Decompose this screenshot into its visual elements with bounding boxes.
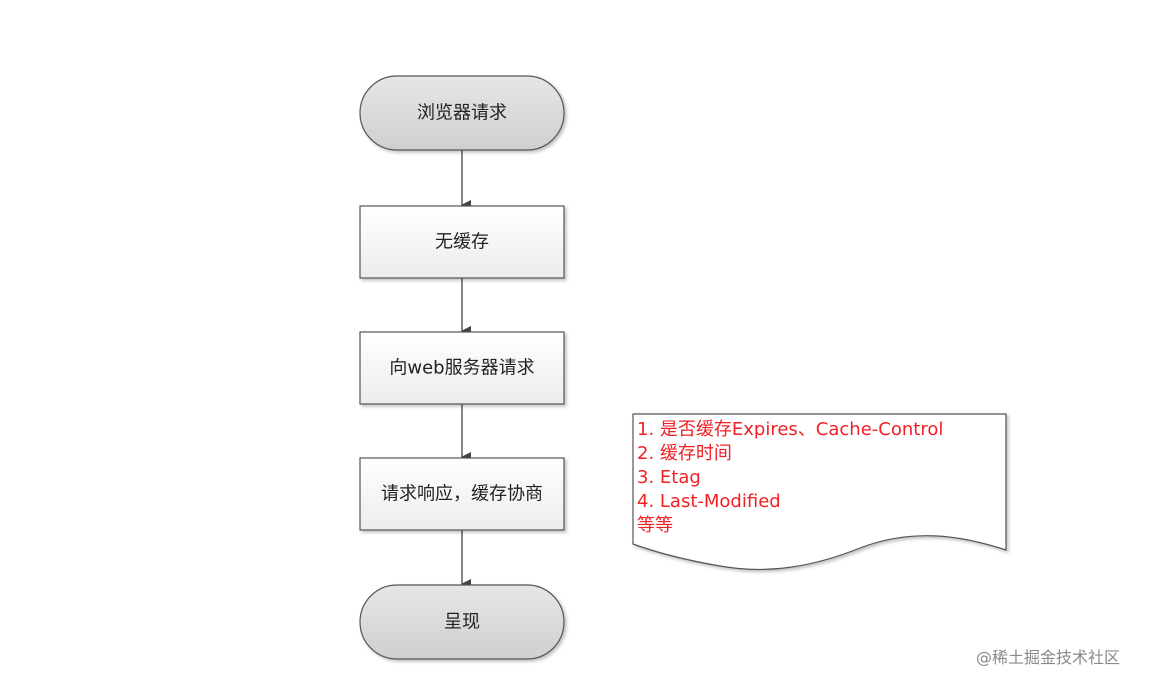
node-browser-request	[359, 75, 565, 151]
node-render-label: 呈现	[444, 612, 480, 633]
note-text: 1. 是否缓存Expires、Cache-Control 2. 缓存时间 3. …	[637, 418, 943, 538]
node-browser-request-label: 浏览器请求	[417, 103, 507, 124]
node-no-cache	[359, 205, 565, 279]
note-line: 1. 是否缓存Expires、Cache-Control	[637, 419, 944, 440]
node-no-cache-label: 无缓存	[435, 232, 489, 253]
node-response	[359, 457, 565, 531]
node-request-server-label: 向web服务器请求	[389, 358, 534, 379]
note-line: 3. Etag	[637, 467, 701, 488]
node-render	[359, 584, 565, 660]
note-line: 等等	[637, 515, 673, 536]
note-document-shape	[632, 413, 1007, 571]
note-line: 4. Last-Modified	[637, 491, 781, 512]
watermark: @稀土掘金技术社区	[976, 648, 1121, 667]
note-line: 2. 缓存时间	[637, 443, 732, 464]
node-response-label: 请求响应，缓存协商	[381, 484, 543, 505]
node-request-server	[359, 331, 565, 405]
